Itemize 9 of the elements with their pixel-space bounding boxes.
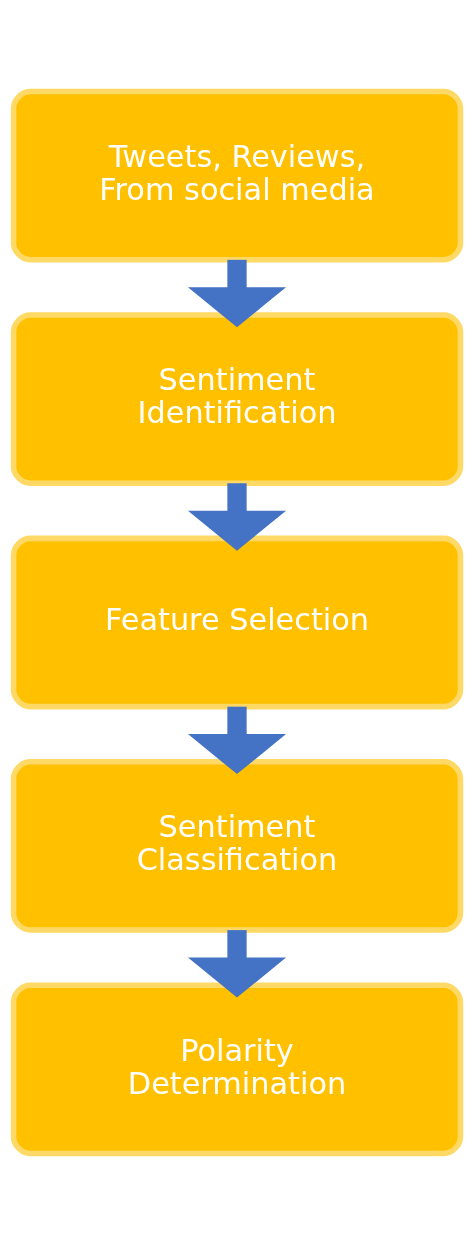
- node-box: Feature Selection: [10, 535, 464, 709]
- arrow: [187, 259, 287, 327]
- node-box: Sentiment Identification: [10, 311, 464, 486]
- arrow: [187, 706, 287, 774]
- arrow: [187, 929, 287, 998]
- arrow: [187, 482, 287, 551]
- node-box: Sentiment Classification: [10, 758, 464, 933]
- node-box: Polarity Determination: [10, 981, 464, 1156]
- node-box: Tweets, Reviews, From social media: [10, 88, 464, 263]
